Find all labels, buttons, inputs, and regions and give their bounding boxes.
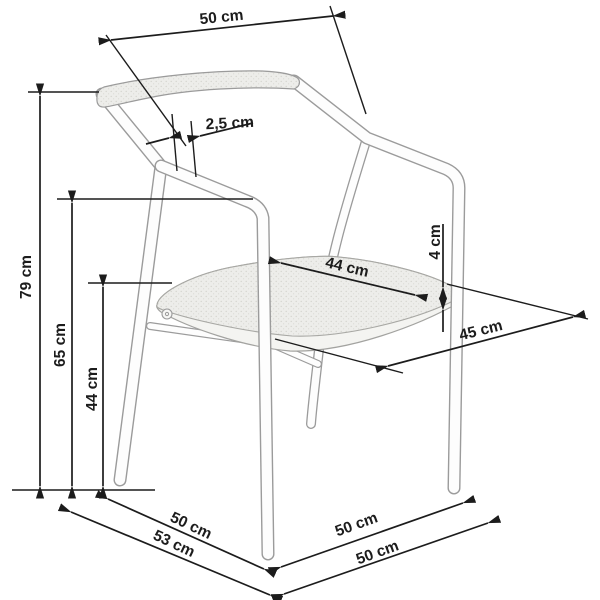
dim-stub-offset-right [186,122,254,143]
chair-right-frame [287,74,466,495]
offset-tick-1 [171,113,178,172]
chair-joint-bolt-center [164,311,170,317]
dim-label-seat-depth: 45 cm [458,317,505,344]
dim-label-frame-offset: 2,5 cm [205,114,254,134]
extension-line-top-right [329,5,367,115]
offset-tick-2 [190,120,197,178]
dim-label-armrest-height: 65 cm [52,323,69,367]
dim-line-seat-depth [374,309,587,374]
dim-label-seat-height: 44 cm [84,367,101,411]
chair-left-armrest-front-leg [154,159,275,561]
dim-line-base-right-outer [270,515,502,600]
extension-line-depth-back [446,283,589,320]
dim-label-cushion-thickness: 4 cm [427,224,444,259]
chair-left-frame [95,87,168,487]
chair-joint-bolt [161,308,173,320]
dim-stub-offset-left [145,130,183,145]
dim-label-total-height: 79 cm [18,255,35,299]
dim-line-base-left-outer [57,503,284,600]
dim-label-base-right-inner: 50 cm [333,509,380,540]
dim-line-back-width [98,10,346,46]
dim-line-seat-width [267,256,429,302]
chair-backrest-bar [96,70,301,108]
dim-label-back-width: 50 cm [199,7,244,29]
dim-label-base-right-outer: 50 cm [354,537,401,568]
